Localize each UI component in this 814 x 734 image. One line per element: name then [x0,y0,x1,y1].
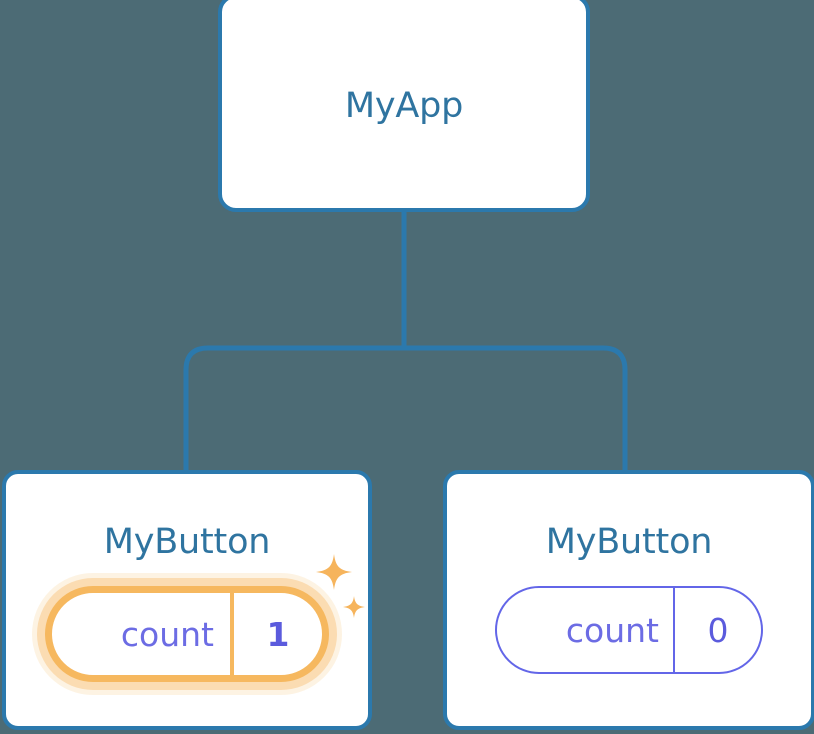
connector-branch-bar [183,345,628,470]
node-title-myapp: MyApp [344,86,464,126]
node-mybutton-left[interactable]: MyButton count 1 [2,470,372,730]
state-key-left: count [120,614,214,654]
node-myapp[interactable]: MyApp [218,0,590,212]
node-title-mybutton-right: MyButton [545,522,713,562]
state-pill-plain[interactable]: count 0 [495,586,763,674]
state-pill-wrap-left: count 1 [45,586,329,682]
state-value-right: 0 [673,588,761,672]
state-pill-highlighted[interactable]: count 1 [45,586,329,682]
state-value-left: 1 [230,593,322,675]
node-title-mybutton-left: MyButton [103,522,271,562]
state-key-right: count [565,610,659,650]
state-pill-wrap-right: count 0 [495,586,763,674]
node-mybutton-right[interactable]: MyButton count 0 [443,470,814,730]
